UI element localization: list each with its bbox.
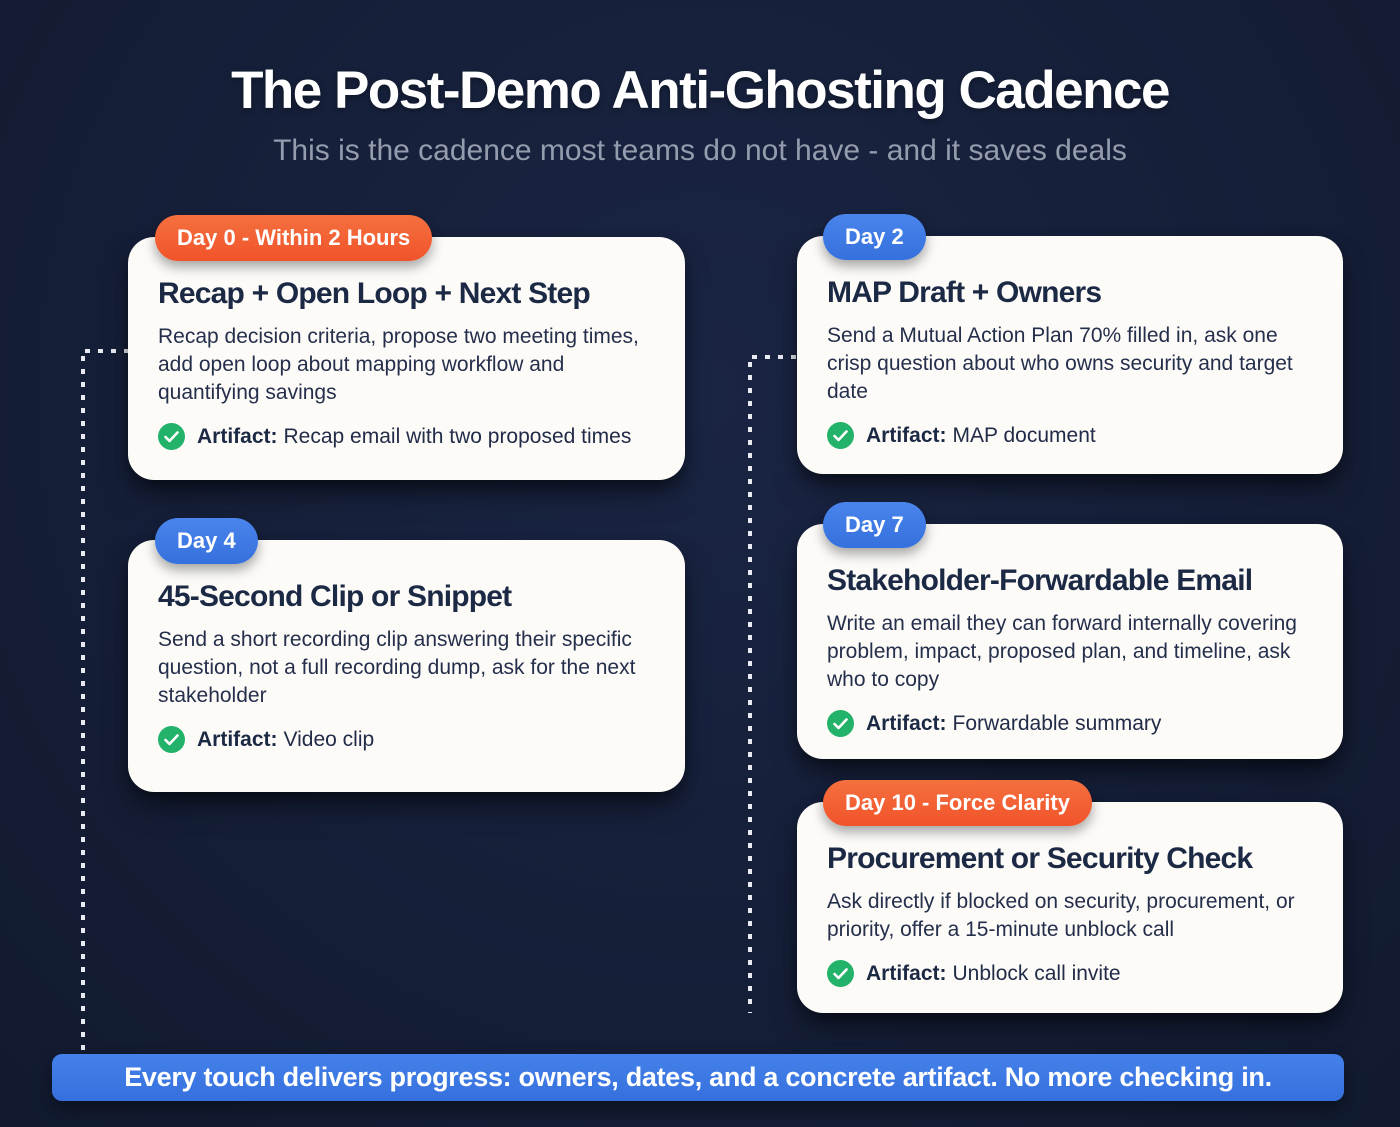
artifact-text: Artifact:Unblock call invite xyxy=(866,962,1121,986)
card-title: Stakeholder-Forwardable Email xyxy=(827,564,1253,597)
artifact-value: Video clip xyxy=(283,727,375,751)
artifact-row: Artifact:Unblock call invite xyxy=(827,960,1317,987)
check-circle-icon xyxy=(827,960,854,987)
card-day-0: Recap + Open Loop + Next Step Recap deci… xyxy=(128,237,685,480)
badge-day-4: Day 4 xyxy=(155,518,258,564)
artifact-value: Forwardable summary xyxy=(952,711,1162,735)
badge-day-7: Day 7 xyxy=(823,502,926,548)
card-title: Recap + Open Loop + Next Step xyxy=(158,277,591,310)
artifact-row: Artifact:MAP document xyxy=(827,422,1317,449)
card-title: MAP Draft + Owners xyxy=(827,276,1102,309)
footer-banner: Every touch delivers progress: owners, d… xyxy=(52,1054,1344,1101)
artifact-label: Artifact: xyxy=(197,424,278,448)
card-description: Recap decision criteria, propose two mee… xyxy=(158,325,639,404)
artifact-text: Artifact:Recap email with two proposed t… xyxy=(197,425,631,449)
connector-line-left-horizontal xyxy=(85,349,129,353)
card-description: Ask directly if blocked on security, pro… xyxy=(827,890,1295,941)
badge-day-0: Day 0 - Within 2 Hours xyxy=(155,215,433,261)
artifact-row: Artifact:Recap email with two proposed t… xyxy=(158,423,659,450)
artifact-value: MAP document xyxy=(952,423,1096,447)
check-circle-icon xyxy=(158,726,185,753)
card-day-10: Procurement or Security Check Ask direct… xyxy=(797,802,1343,1013)
badge-day-10: Day 10 - Force Clarity xyxy=(823,780,1092,826)
check-circle-icon xyxy=(827,422,854,449)
artifact-text: Artifact:MAP document xyxy=(866,424,1096,448)
artifact-label: Artifact: xyxy=(866,711,947,735)
card-description: Send a Mutual Action Plan 70% filled in,… xyxy=(827,324,1293,403)
artifact-label: Artifact: xyxy=(866,961,947,985)
artifact-label: Artifact: xyxy=(197,727,278,751)
artifact-row: Artifact:Video clip xyxy=(158,726,659,753)
card-day-2: MAP Draft + Owners Send a Mutual Action … xyxy=(797,236,1343,474)
page-subtitle: This is the cadence most teams do not ha… xyxy=(273,134,1127,167)
page-title: The Post-Demo Anti-Ghosting Cadence xyxy=(231,61,1170,120)
artifact-row: Artifact:Forwardable summary xyxy=(827,710,1317,737)
badge-day-2: Day 2 xyxy=(823,214,926,260)
connector-line-left-vertical xyxy=(81,356,85,1054)
artifact-text: Artifact:Forwardable summary xyxy=(866,712,1161,736)
check-circle-icon xyxy=(827,710,854,737)
card-description: Send a short recording clip answering th… xyxy=(158,628,636,707)
artifact-label: Artifact: xyxy=(866,423,947,447)
check-circle-icon xyxy=(158,423,185,450)
connector-line-right-vertical xyxy=(748,362,752,1013)
card-day-7: Stakeholder-Forwardable Email Write an e… xyxy=(797,524,1343,759)
artifact-text: Artifact:Video clip xyxy=(197,728,374,752)
artifact-value: Unblock call invite xyxy=(952,961,1121,985)
card-day-4: 45-Second Clip or Snippet Send a short r… xyxy=(128,540,685,792)
connector-line-right-horizontal xyxy=(752,355,796,359)
card-title: Procurement or Security Check xyxy=(827,842,1253,875)
artifact-value: Recap email with two proposed times xyxy=(283,424,632,448)
card-title: 45-Second Clip or Snippet xyxy=(158,580,512,613)
card-description: Write an email they can forward internal… xyxy=(827,612,1297,691)
